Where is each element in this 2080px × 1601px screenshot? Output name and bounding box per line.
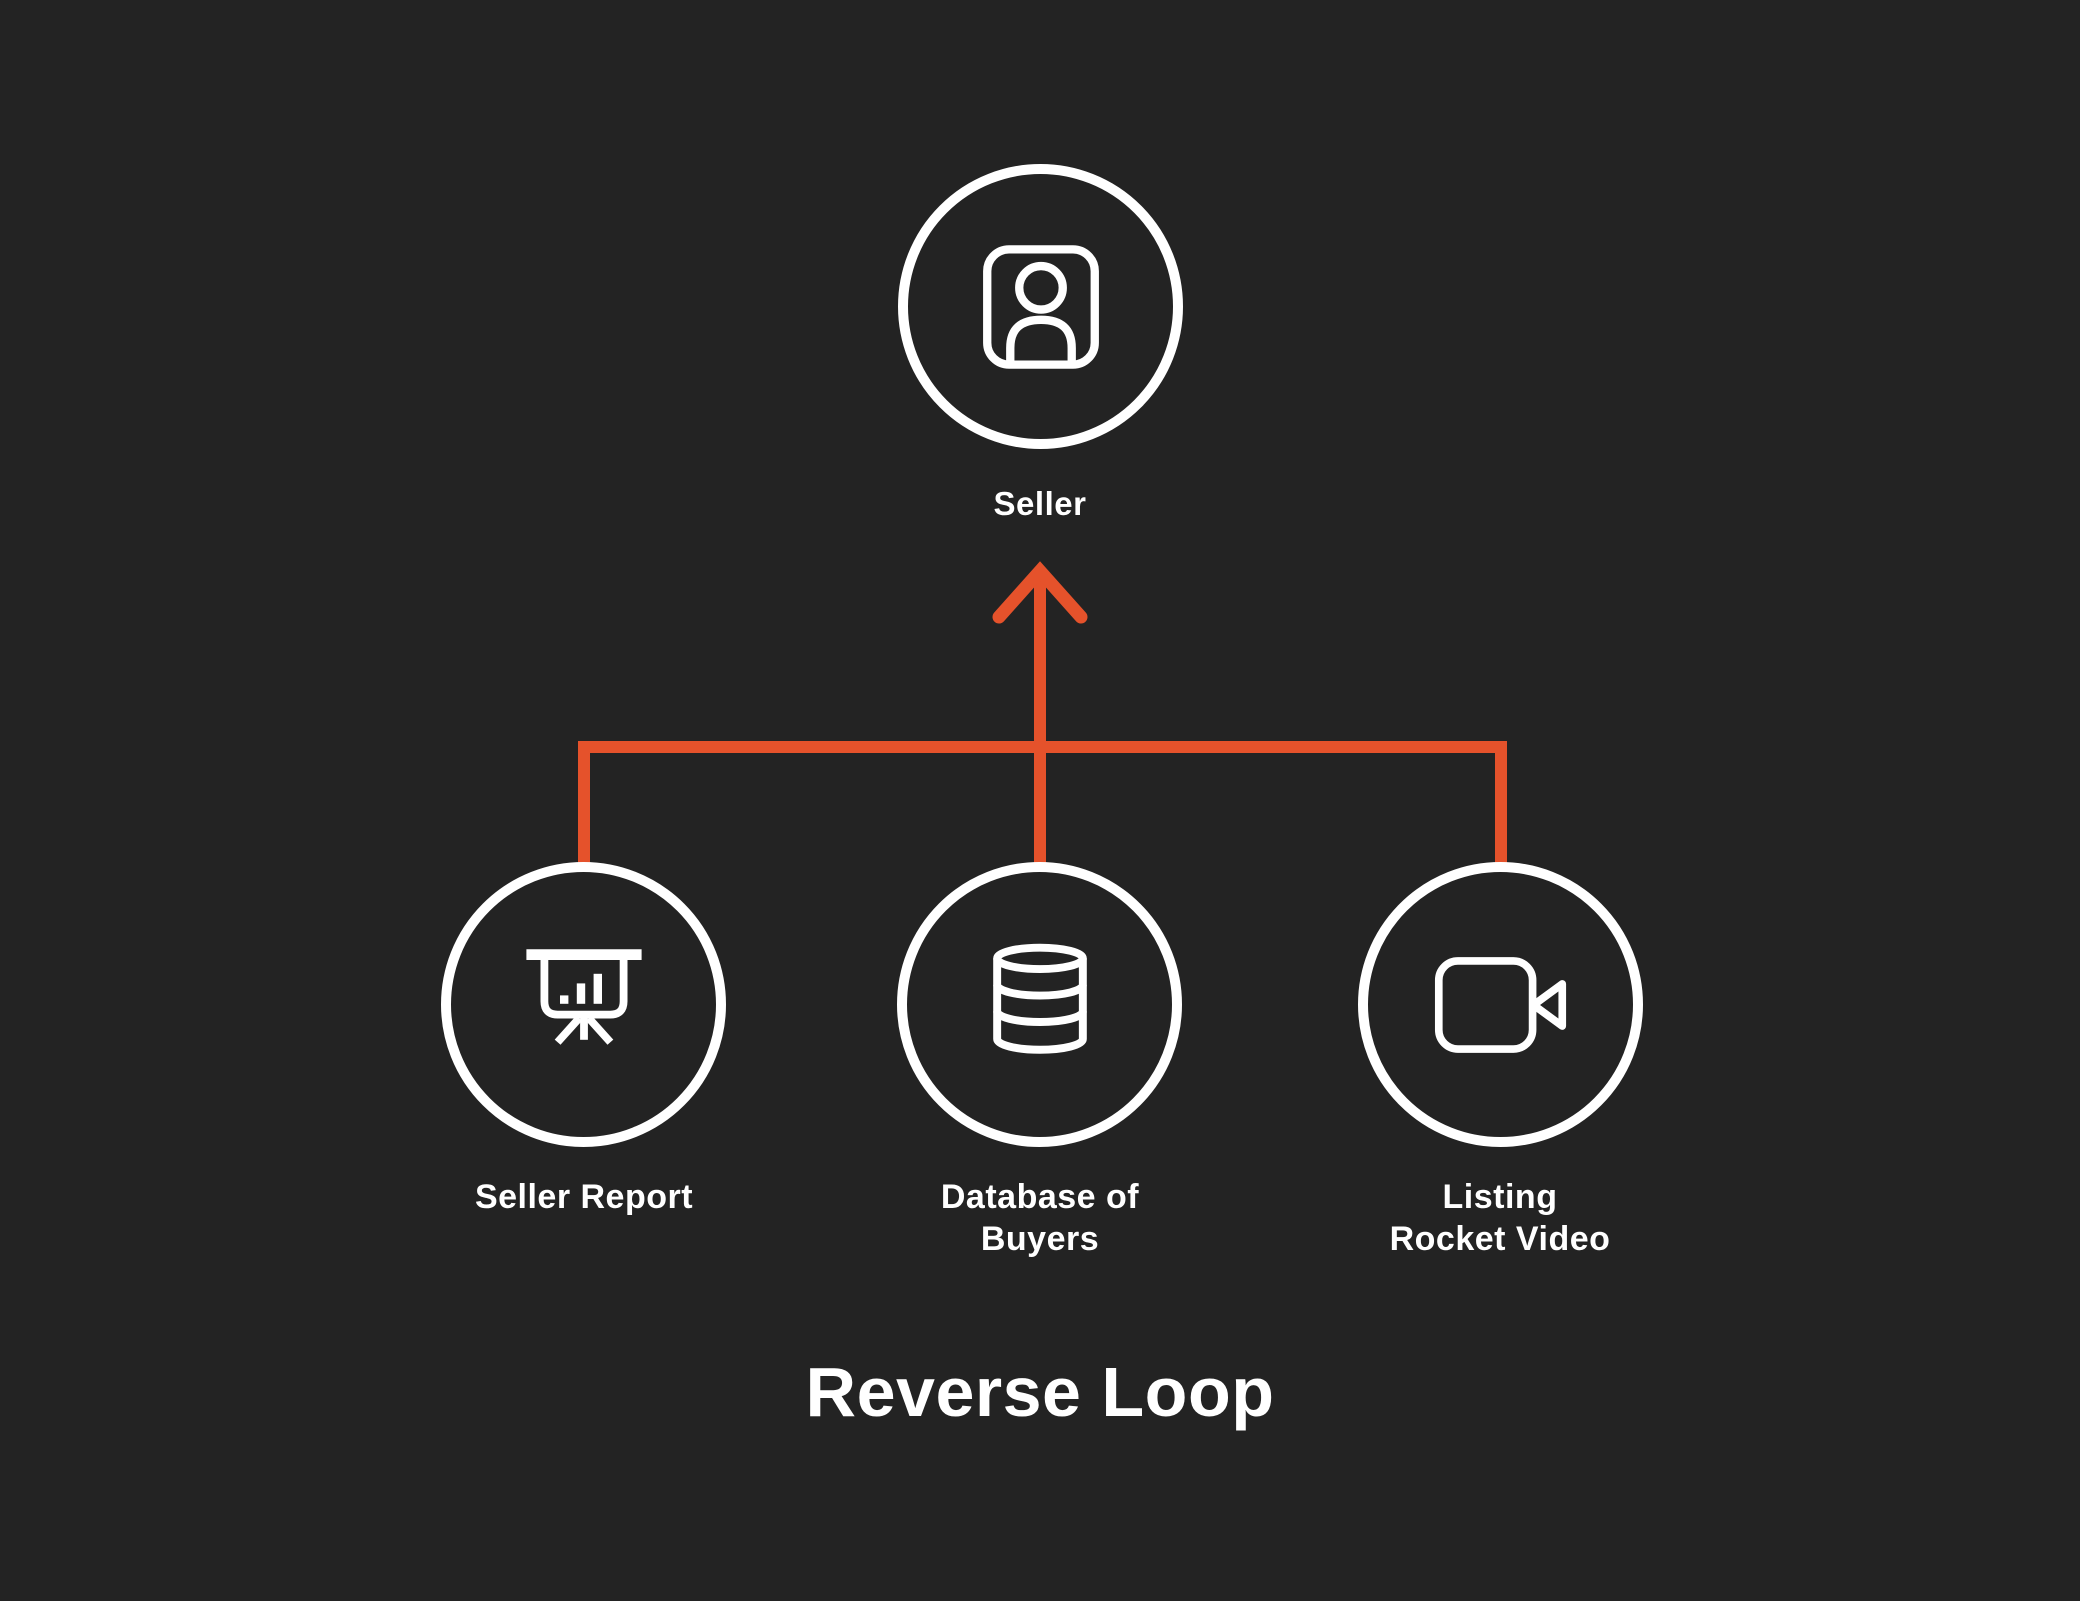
database-icon (977, 942, 1103, 1068)
presentation-chart-icon (522, 945, 646, 1065)
video-camera-icon (1434, 956, 1568, 1054)
seller-report-label-line1: Seller Report (474, 1178, 694, 1216)
seller-report-node (441, 862, 726, 1147)
seller-node (898, 164, 1183, 449)
listing-label-line1: Listing (1442, 1178, 1558, 1216)
listing-rocket-video-node-label: Listing Rocket Video (1280, 1176, 1720, 1260)
seller-node-label: Seller (820, 482, 1260, 526)
database-of-buyers-node-label: Database of Buyers (820, 1176, 1260, 1260)
listing-label-line2: Rocket Video (1389, 1220, 1611, 1258)
database-label-line1: Database of (940, 1178, 1140, 1216)
portrait-user-icon (977, 243, 1105, 371)
diagram-title: Reverse Loop (805, 1353, 1275, 1431)
database-of-buyers-node (897, 862, 1182, 1147)
seller-report-node-label: Seller Report (364, 1176, 804, 1218)
listing-rocket-video-node (1358, 862, 1643, 1147)
up-arrow-icon (992, 561, 1088, 624)
seller-label-line: Seller (993, 485, 1087, 522)
database-label-line2: Buyers (980, 1220, 1100, 1258)
